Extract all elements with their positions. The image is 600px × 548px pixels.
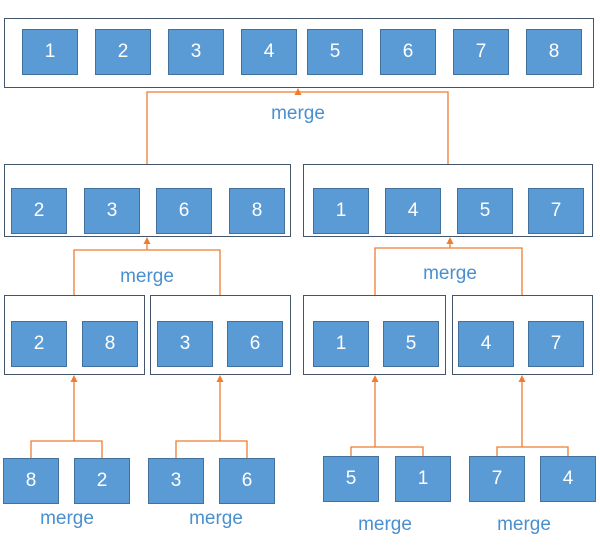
pair-group: 4 7 [452, 295, 593, 375]
pair-cell: 7 [528, 321, 584, 367]
pair-cell: 1 [313, 321, 369, 367]
result-cell: 6 [380, 29, 436, 75]
result-cell: 4 [241, 29, 297, 75]
connector-line [30, 381, 103, 458]
merge-connector [30, 375, 103, 458]
arrowhead-icon [294, 88, 302, 95]
result-cell: 5 [307, 29, 363, 75]
merge-connector [496, 375, 569, 456]
pair-group: 1 5 [303, 295, 446, 375]
connector-line [350, 381, 424, 456]
input-cell: 1 [395, 456, 451, 502]
result-cell: 7 [453, 29, 509, 75]
quad-cell: 7 [528, 188, 584, 234]
input-cell: 8 [3, 458, 59, 504]
merge-connector [350, 375, 424, 456]
merge-connector [175, 375, 248, 458]
result-cell: 2 [95, 29, 151, 75]
arrowhead-icon [371, 375, 379, 382]
connector-line [73, 243, 221, 295]
pair-cell: 4 [458, 321, 514, 367]
merge-label: merge [358, 514, 412, 535]
arrowhead-icon [70, 375, 78, 382]
merge-connector [73, 237, 221, 295]
quad-cell: 3 [84, 188, 140, 234]
merge-label: merge [40, 508, 94, 529]
connector-line [175, 381, 248, 458]
pair-cell: 8 [82, 321, 138, 367]
merge-label: merge [120, 266, 174, 287]
pair-group: 2 8 [4, 295, 145, 375]
arrowhead-icon [143, 237, 151, 244]
pair-group: 3 6 [150, 295, 291, 375]
merge-label: merge [271, 103, 325, 124]
merge-connector [374, 237, 523, 295]
merge-label: merge [497, 514, 551, 535]
input-cell: 2 [74, 458, 130, 504]
result-cell: 1 [22, 29, 78, 75]
quad-cell: 5 [457, 188, 513, 234]
quad-cell: 6 [156, 188, 212, 234]
result-cell: 3 [168, 29, 224, 75]
arrowhead-icon [446, 237, 454, 244]
merge-label: merge [189, 508, 243, 529]
merge-connector [146, 88, 449, 164]
result-group: 1 2 3 4 5 6 7 8 [4, 18, 594, 88]
input-cell: 3 [148, 458, 204, 504]
quad-cell: 8 [229, 188, 285, 234]
input-cell: 5 [323, 456, 379, 502]
arrowhead-icon [216, 375, 224, 382]
pair-cell: 2 [11, 321, 67, 367]
pair-cell: 6 [227, 321, 283, 367]
pair-cell: 3 [157, 321, 213, 367]
input-cell: 7 [469, 456, 525, 502]
connector-line [496, 381, 569, 456]
input-cell: 6 [219, 458, 275, 504]
pair-cell: 5 [383, 321, 439, 367]
quad-group-right: 1 4 5 7 [303, 164, 593, 237]
quad-group-left: 2 3 6 8 [4, 164, 291, 237]
quad-cell: 1 [313, 188, 369, 234]
merge-label: merge [423, 263, 477, 284]
arrowhead-icon [518, 375, 526, 382]
quad-cell: 2 [11, 188, 67, 234]
input-cell: 4 [540, 456, 596, 502]
result-cell: 8 [526, 29, 582, 75]
quad-cell: 4 [385, 188, 441, 234]
